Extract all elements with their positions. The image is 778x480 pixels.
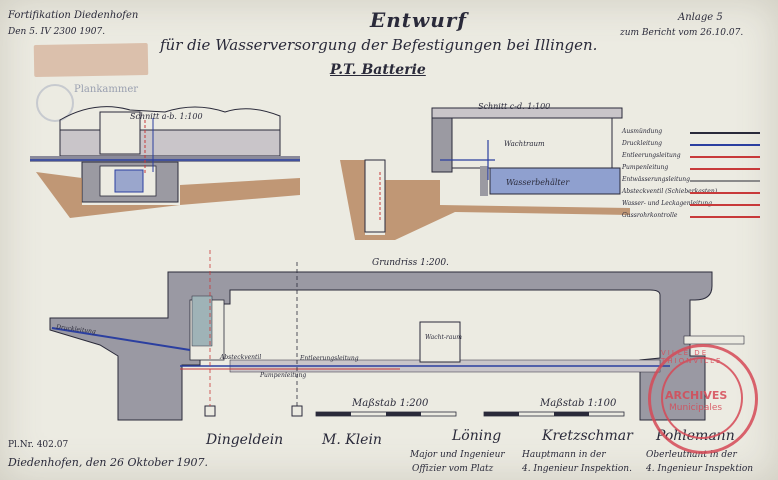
legend-label: Gussrohrkontrolle bbox=[622, 212, 678, 219]
drawing-subtitle: für die Wasserversorgung der Befestigung… bbox=[160, 36, 598, 54]
legend-swatch bbox=[690, 180, 760, 182]
annex-number: Anlage 5 bbox=[678, 12, 723, 23]
signature-4: Kretzschmar bbox=[542, 428, 633, 444]
legend-swatch bbox=[690, 204, 760, 206]
place-date: Diedenhofen, den 26 Oktober 1907. bbox=[8, 456, 208, 469]
plan-label-schieber: Absteckventil bbox=[220, 354, 262, 361]
signature-4-role1: Hauptmann in der bbox=[522, 450, 606, 460]
legend-swatch bbox=[690, 144, 760, 146]
scale-label-100: Maßstab 1:100 bbox=[540, 398, 617, 409]
report-reference: zum Bericht vom 26.10.07. bbox=[620, 28, 744, 38]
legend-swatch bbox=[690, 156, 760, 158]
signature-5-role2: 4. Ingenieur Inspektion bbox=[646, 464, 754, 474]
section-cd-drawing bbox=[340, 107, 630, 240]
legend-label: Absteckventil (Schieberkasten) bbox=[622, 188, 718, 195]
plan-title: Grundriss 1:200. bbox=[372, 258, 449, 268]
section-ab-title: Schnitt a-b. 1:100 bbox=[130, 112, 203, 121]
section-cd-title: Schnitt c-d. 1:100 bbox=[478, 102, 551, 111]
archives-stamp-subtitle: Municipales bbox=[669, 403, 723, 413]
plan-label-pumpe: Pumpenleitung bbox=[260, 372, 307, 379]
label-wachtraum: Wachtraum bbox=[504, 140, 545, 148]
plankammer-stamp: Plankammer bbox=[74, 84, 139, 95]
legend-swatch bbox=[690, 216, 760, 218]
signature-3-role2: Offizier vom Platz bbox=[412, 464, 494, 474]
battery-name: P.T. Batterie bbox=[330, 62, 426, 78]
signature-3-role1: Major und Ingenieur bbox=[410, 450, 505, 460]
legend-label: Pumpenleitung bbox=[622, 164, 669, 171]
header-date: Den 5. IV 2300 1907. bbox=[8, 27, 106, 37]
signature-2: M. Klein bbox=[322, 432, 382, 448]
scale-bars bbox=[315, 411, 625, 417]
faint-stamp-icon bbox=[36, 84, 74, 122]
label-wasserbehaelter: Wasserbehälter bbox=[506, 178, 570, 187]
label-wachraum-plan: Wacht-raum bbox=[425, 334, 462, 341]
plan-drawing bbox=[49, 250, 745, 421]
archives-stamp: VILLE DE THIONVILLE ARCHIVES Municipales bbox=[648, 344, 758, 454]
legend-label: Ausmündung bbox=[622, 128, 663, 135]
drawing-title: Entwurf bbox=[370, 8, 467, 32]
signature-1: Dingeldein bbox=[206, 432, 284, 448]
legend-swatch bbox=[690, 192, 760, 194]
archives-stamp-title: ARCHIVES bbox=[665, 389, 728, 402]
scale-label-200: Maßstab 1:200 bbox=[352, 398, 429, 409]
archives-stamp-city: VILLE DE THIONVILLE bbox=[661, 349, 723, 365]
register-number: Pl.Nr. 402.07 bbox=[8, 440, 69, 450]
legend-label: Druckleitung bbox=[622, 140, 662, 147]
legend-label: Entwässerungsleitung bbox=[622, 176, 690, 183]
legend-swatch bbox=[690, 168, 760, 170]
header-office: Fortifikation Diedenhofen bbox=[8, 10, 139, 21]
signature-3: Löning bbox=[452, 428, 502, 444]
signature-4-role2: 4. Ingenieur Inspektion. bbox=[522, 464, 632, 474]
plan-label-entleerung: Entleerungsleitung bbox=[300, 355, 359, 362]
section-ab-drawing bbox=[30, 106, 300, 218]
legend-label: Entleerungsleitung bbox=[622, 152, 681, 159]
legend-swatch bbox=[690, 132, 760, 134]
archives-stamp-ring bbox=[661, 357, 743, 439]
legend-label: Wasser- und Leckagenleitung bbox=[622, 200, 712, 207]
signature-5-role1: Oberleutnant in der bbox=[646, 450, 737, 460]
